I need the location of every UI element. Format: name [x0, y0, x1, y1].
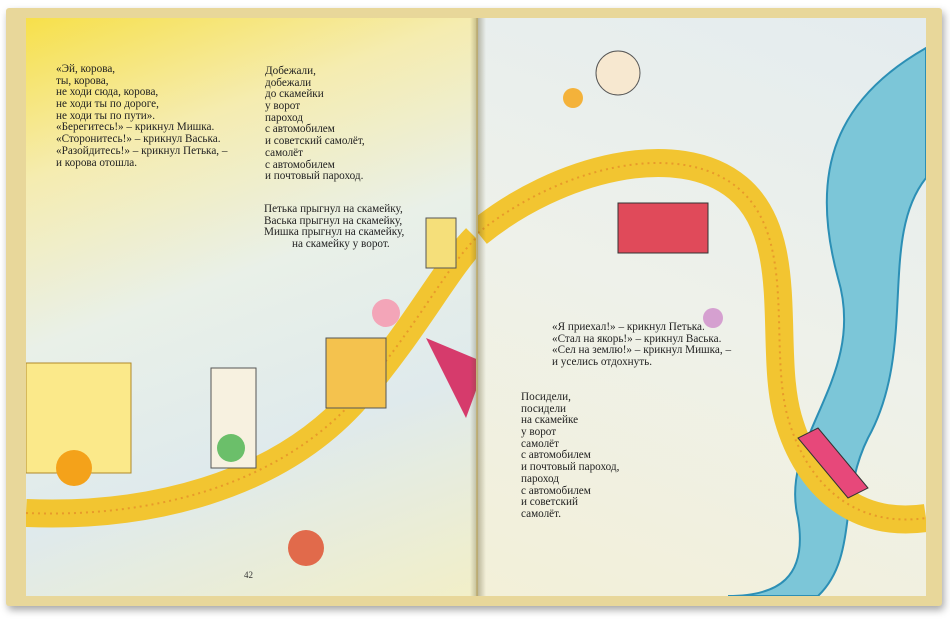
stanza-4: «Я приехал!» – крикнул Петька.«Стал на я…	[552, 321, 732, 369]
text-line: Васька прыгнул на скамейку,	[264, 214, 403, 227]
left-page: «Эй, корова,ты, корова,не ходи сюда, кор…	[26, 18, 476, 596]
text-line: «Эй, корова,	[56, 63, 116, 75]
text-line: не ходи сюда, корова,	[56, 86, 159, 99]
text-line: с автомобилем	[521, 449, 591, 462]
text-line: и корова отошла.	[56, 156, 138, 169]
text-line: у ворот	[521, 426, 557, 439]
text-line: «Берегитесь!» – крикнул Мишка.	[56, 121, 215, 134]
bridge-illustration	[797, 427, 869, 499]
text-line: не ходи ты по дороге,	[56, 98, 159, 111]
text-line: и советский самолёт,	[265, 135, 365, 148]
text-line: до скамейки	[265, 88, 324, 101]
ship-illustration	[426, 338, 476, 418]
stanza-3: Петька прыгнул на скамейку,Васька прыгну…	[264, 203, 405, 251]
text-line: «Разойдитесь!» – крикнул Петька, –	[56, 144, 228, 157]
text-line: с автомобилем	[265, 123, 335, 136]
text-line: «Сел на землю!» – крикнул Мишка, –	[552, 344, 732, 357]
text-line: пароход	[265, 111, 303, 124]
text-line: «Сторонитесь!» – крикнул Васька.	[56, 133, 221, 146]
road	[478, 149, 926, 534]
text-line: добежали	[265, 76, 312, 89]
right-illustration	[478, 46, 926, 596]
book-spine	[470, 18, 486, 596]
text-line: Мишка прыгнул на скамейку,	[264, 226, 405, 239]
text-line: у ворот	[265, 100, 301, 113]
car-illustration	[617, 202, 709, 254]
river	[727, 46, 926, 596]
sun-illustration	[56, 450, 92, 486]
text-line: и советский	[521, 496, 578, 509]
left-illustration	[26, 217, 476, 566]
text-line: и почтовый пароход.	[265, 170, 364, 183]
text-line: Посидели,	[521, 391, 571, 403]
stanza-1: «Эй, корова,ты, корова,не ходи сюда, кор…	[56, 63, 228, 169]
text-line: самолёт.	[521, 507, 561, 520]
text-line: «Стал на якорь!» – крикнул Васька.	[552, 332, 722, 345]
text-line: Добежали,	[265, 65, 316, 77]
text-line: и почтовый пароход,	[521, 461, 620, 474]
text-line: самолёт	[265, 146, 304, 159]
text-line: «Я приехал!» – крикнул Петька.	[552, 321, 705, 333]
text-line: и уселись отдохнуть.	[552, 356, 653, 369]
right-page: «Я приехал!» – крикнул Петька.«Стал на я…	[478, 18, 926, 596]
text-line: с автомобилем	[521, 484, 591, 497]
text-line: посидели	[521, 402, 567, 415]
text-line: Петька прыгнул на скамейку,	[264, 203, 403, 215]
page-number: 42	[244, 570, 253, 580]
text-line: на скамейке	[521, 414, 579, 427]
text-line: с автомобилем	[265, 158, 335, 171]
text-line: пароход	[521, 472, 559, 485]
text-line: не ходи ты по пути».	[56, 109, 156, 122]
text-line: самолёт	[521, 437, 560, 450]
text-line: ты, корова,	[56, 74, 109, 87]
text-line: на скамейку у ворот.	[292, 238, 390, 251]
